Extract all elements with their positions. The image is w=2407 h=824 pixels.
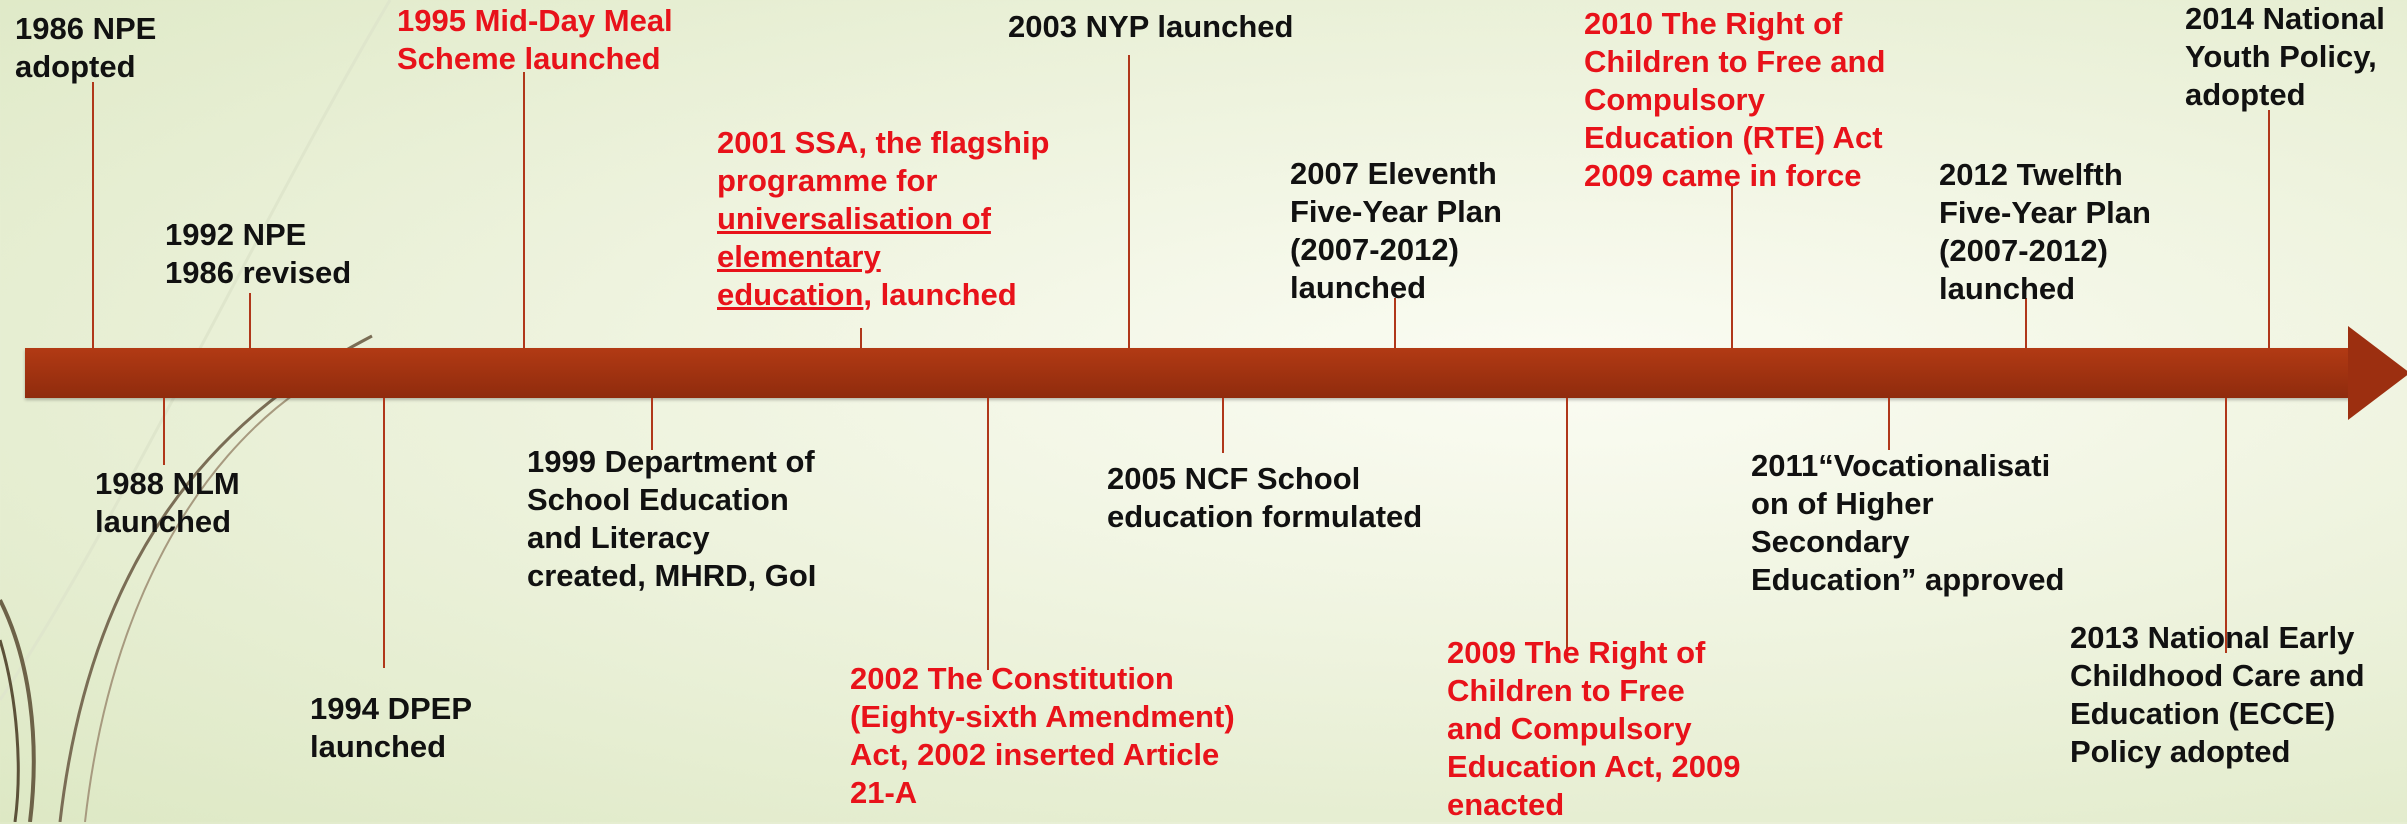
timeline-bar [25, 348, 2350, 398]
event-2003-nyp: 2003 NYP launched [1008, 9, 1294, 44]
event-2001-ssa: 2001 SSA, the flagship programme for uni… [717, 124, 1050, 314]
event-2014-nyp: 2014 National Youth Policy, adopted [2185, 1, 2385, 112]
event-2005-ncf: 2005 NCF School education formulated [1107, 461, 1423, 534]
event-1988-nlm: 1988 NLM launched [95, 466, 240, 539]
event-2001-ssa-prefix: 2001 SSA, the flagship programme for [717, 125, 1050, 198]
tick-1992 [249, 293, 251, 348]
tick-2013 [2225, 398, 2227, 653]
event-1999-dsel: 1999 Department of School Education and … [527, 444, 817, 593]
tick-2002 [987, 398, 989, 670]
event-2012-plan: 2012 Twelfth Five-Year Plan (2007-2012) … [1939, 157, 2151, 306]
event-2007-plan: 2007 Eleventh Five-Year Plan (2007-2012)… [1290, 156, 1502, 305]
tick-2010 [1731, 185, 1733, 348]
tick-1999 [651, 398, 653, 450]
event-2002-amendment: 2002 The Constitution (Eighty-sixth Amen… [850, 661, 1235, 810]
tick-2001 [860, 328, 862, 348]
event-2009-rte: 2009 The Right of Children to Free and C… [1447, 635, 1741, 822]
tick-2005 [1222, 398, 1224, 453]
event-1986-npe: 1986 NPE adopted [15, 11, 157, 84]
tick-1986 [92, 82, 94, 348]
event-2010-rte: 2010 The Right of Children to Free and C… [1584, 6, 1886, 193]
tick-1988 [163, 398, 165, 465]
event-1992-npe: 1992 NPE 1986 revised [165, 217, 352, 290]
tick-2003 [1128, 55, 1130, 348]
event-2011-voc: 2011“Vocationalisati on of Higher Second… [1751, 448, 2065, 597]
tick-2012 [2025, 298, 2027, 348]
universalisation-link[interactable]: universalisation of elementary education [717, 201, 991, 312]
tick-1995 [523, 72, 525, 348]
tick-2014 [2268, 110, 2270, 348]
tick-2009 [1566, 398, 1568, 656]
event-1994-dpep: 1994 DPEP launched [310, 691, 472, 764]
tick-2011 [1888, 398, 1890, 450]
event-2001-ssa-suffix: , launched [863, 277, 1017, 312]
tick-2007 [1394, 298, 1396, 348]
tick-1994 [383, 398, 385, 668]
event-2013-ecce: 2013 National Early Childhood Care and E… [2070, 620, 2365, 769]
event-1995-mdm: 1995 Mid-Day Meal Scheme launched [397, 3, 673, 76]
timeline-arrowhead [2348, 326, 2407, 420]
